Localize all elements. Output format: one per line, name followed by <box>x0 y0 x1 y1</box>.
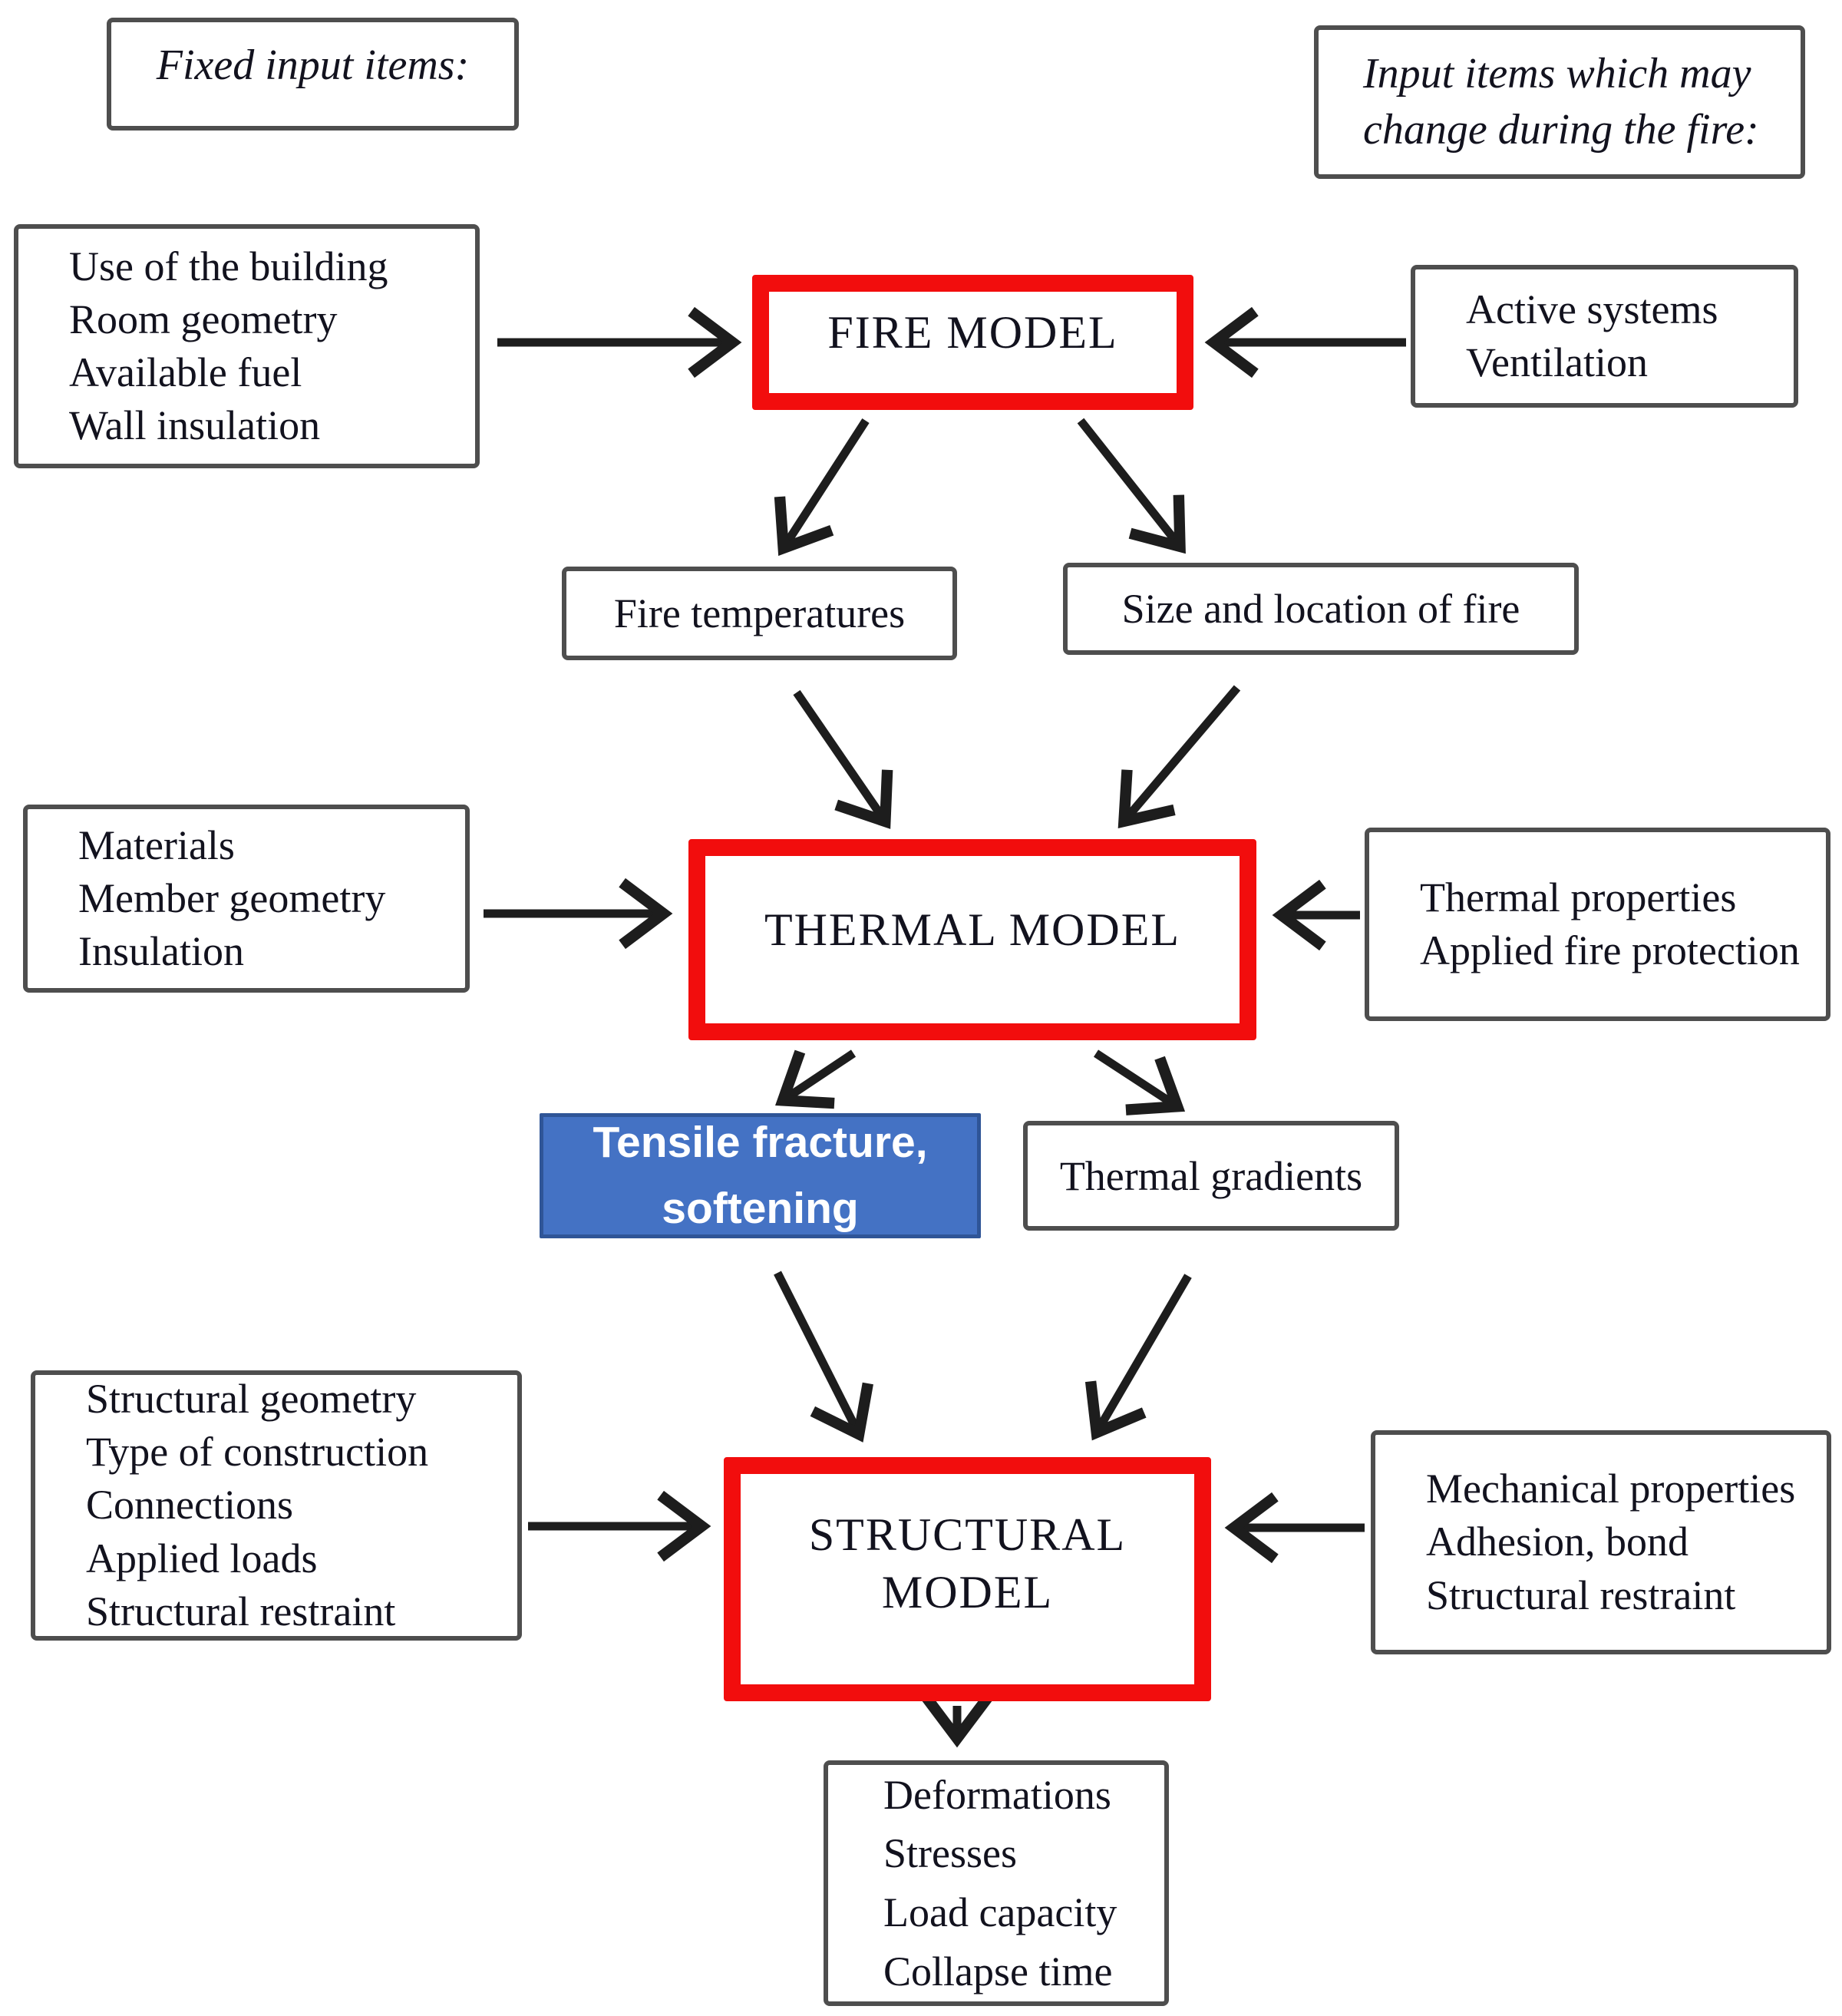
arrow-fire-temperatures-to-thermal-model <box>793 689 893 829</box>
node-line: Use of the building <box>69 243 388 289</box>
node-line: THERMAL MODEL <box>764 904 1181 955</box>
node-line: Thermal gradients <box>1059 1152 1363 1199</box>
arrow-fire-model-to-size-location <box>1077 418 1186 554</box>
node-line: Structural restraint <box>1426 1571 1736 1618</box>
arrow-thermal-gradients-to-structural-model <box>1084 1274 1192 1441</box>
node-line: Type of construction <box>86 1429 429 1476</box>
arrow-thermal-model-to-tensile-fracture <box>775 1049 857 1109</box>
node-line: Fixed input items: <box>156 41 470 90</box>
node-line: Structural restraint <box>86 1588 396 1634</box>
node-line: Insulation <box>78 928 244 975</box>
arrow-fire-model-to-fire-temperatures <box>774 418 870 557</box>
node-line: Available fuel <box>69 349 302 395</box>
node-line: Size and location of fire <box>1121 586 1520 632</box>
arrow-size-location-to-thermal-model <box>1117 685 1241 828</box>
node-line: Wall insulation <box>69 402 321 449</box>
node-fixed-input-items-label: Fixed input items: <box>107 18 519 131</box>
node-line: Adhesion, bond <box>1426 1519 1688 1565</box>
node-structural-fixed-inputs: Structural geometry Type of construction… <box>31 1370 522 1641</box>
node-line: MODEL <box>881 1567 1054 1618</box>
node-thermal-fixed-inputs: Materials Member geometry Insulation <box>23 805 470 993</box>
node-outputs: Deformations Stresses Load capacity Coll… <box>824 1760 1169 2006</box>
node-fire-changing-inputs: Active systems Ventilation <box>1411 265 1798 408</box>
node-tensile-fracture-softening: Tensile fracture, softening <box>540 1113 981 1238</box>
node-line: Ventilation <box>1466 339 1648 385</box>
node-structural-model: STRUCTURAL MODEL <box>724 1457 1211 1701</box>
node-line: Fire temperatures <box>613 590 906 636</box>
node-line: Applied loads <box>86 1535 318 1581</box>
node-line: Connections <box>86 1482 293 1529</box>
arrow-tensile-fracture-to-structural-model <box>774 1271 873 1443</box>
node-structural-changing-inputs: Mechanical properties Adhesion, bond Str… <box>1371 1430 1831 1654</box>
node-line: Deformations <box>883 1771 1111 1818</box>
node-line: Applied fire protection <box>1420 927 1800 973</box>
node-line: change during the fire: <box>1363 106 1759 154</box>
node-thermal-changing-inputs: Thermal properties Applied fire protecti… <box>1365 828 1830 1021</box>
node-line: Mechanical properties <box>1426 1466 1796 1512</box>
node-line: Member geometry <box>78 874 386 921</box>
node-line: Structural geometry <box>86 1376 417 1423</box>
node-line: Input items which may <box>1363 50 1751 98</box>
node-fire-temperatures: Fire temperatures <box>562 567 957 660</box>
node-line: Room geometry <box>69 296 338 342</box>
node-fire-fixed-inputs: Use of the building Room geometry Availa… <box>14 224 480 468</box>
node-line: Stresses <box>883 1830 1017 1877</box>
node-line: Load capacity <box>883 1889 1117 1935</box>
node-line: FIRE MODEL <box>827 306 1118 358</box>
node-line: softening <box>662 1183 859 1233</box>
node-fire-model: FIRE MODEL <box>752 275 1193 410</box>
node-line: Collapse time <box>883 1948 1113 1995</box>
node-line: STRUCTURAL <box>808 1509 1127 1560</box>
node-thermal-model: THERMAL MODEL <box>688 839 1256 1040</box>
node-size-and-location-of-fire: Size and location of fire <box>1063 563 1579 655</box>
node-line: Active systems <box>1466 286 1718 332</box>
node-line: Tensile fracture, <box>593 1118 928 1167</box>
arrow-thermal-model-to-thermal-gradients <box>1093 1049 1186 1115</box>
node-thermal-gradients: Thermal gradients <box>1023 1121 1399 1231</box>
node-line: Thermal properties <box>1420 874 1737 920</box>
node-line: Materials <box>78 821 235 868</box>
node-changing-input-items-label: Input items which may change during the … <box>1314 25 1805 179</box>
